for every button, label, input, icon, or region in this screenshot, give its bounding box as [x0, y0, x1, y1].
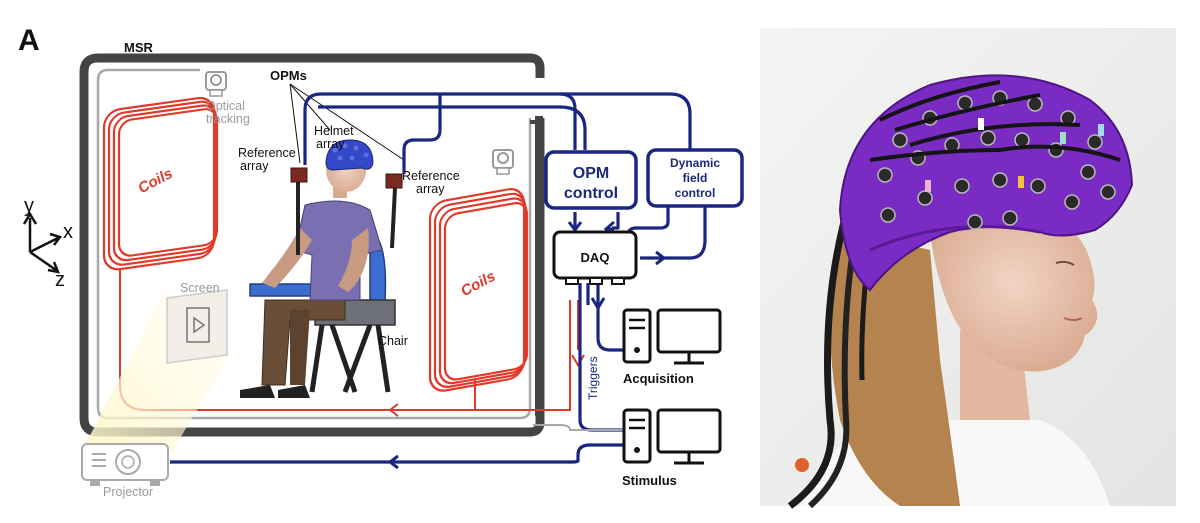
msr-wall — [79, 53, 545, 437]
reference-array-left-label-1: Reference — [238, 146, 296, 160]
axis-x-label: x — [63, 221, 73, 243]
reference-array-right-label-2: array — [416, 182, 445, 196]
chair-label: Chair — [378, 334, 408, 348]
stimulus-grey-link — [533, 424, 628, 431]
photo-opm-helmet-subject — [760, 28, 1176, 509]
optical-tracking-label-1: Optical — [206, 99, 245, 113]
optical-tracking-label-2: tracking — [206, 112, 250, 126]
reference-array-right — [385, 173, 403, 249]
msr-door — [535, 116, 543, 416]
dfc-label-2: field — [683, 171, 708, 185]
helmet-array-label-1: Helmet — [314, 124, 354, 138]
coils-left: Coils — [102, 96, 219, 271]
coils-right: Coils — [428, 188, 529, 392]
triggers-label: Triggers — [586, 356, 600, 400]
optical-tracking-camera-right — [492, 149, 514, 175]
opms-pointer-1 — [289, 83, 301, 164]
coils-left-label: Coils — [135, 165, 175, 197]
stimulus-label: Stimulus — [622, 473, 677, 488]
opm-control-label-2: control — [564, 185, 618, 202]
opms-pointer-2 — [289, 83, 331, 131]
axis-y-label: y — [24, 195, 34, 217]
optical-tracking-camera-left — [205, 71, 227, 97]
dfc-label-1: Dynamic — [670, 156, 720, 170]
reference-array-left — [290, 167, 308, 255]
dfc-label-3: control — [675, 186, 716, 200]
daq-box: DAQ — [552, 230, 638, 285]
daq-label: DAQ — [581, 250, 610, 265]
axis-z-label: z — [55, 269, 65, 291]
dynamic-field-control-box: Dynamic field control — [646, 148, 744, 208]
coil-cable-arrow — [571, 354, 585, 367]
screen — [80, 289, 230, 455]
stimulus-computer-icon — [622, 408, 722, 465]
projector — [81, 443, 169, 486]
helmet-array-label-2: array — [316, 137, 345, 151]
reference-array-right-label-1: Reference — [402, 169, 460, 183]
screen-label: Screen — [180, 281, 220, 295]
axes-glyph — [22, 211, 63, 274]
acquisition-label: Acquisition — [623, 371, 694, 386]
coils-right-label: Coils — [458, 268, 498, 300]
panel-label-a: A — [18, 24, 40, 57]
opms-label: OPMs — [270, 68, 307, 83]
projector-label: Projector — [103, 485, 153, 499]
opm-control-label-1: OPM — [573, 165, 609, 182]
video-icon — [186, 307, 210, 343]
subject-and-chair — [240, 139, 396, 398]
opm-control-box: OPM control — [544, 150, 638, 210]
reference-array-left-label-2: array — [240, 159, 269, 173]
msr-label: MSR — [124, 40, 154, 55]
acquisition-computer-icon — [622, 308, 722, 365]
